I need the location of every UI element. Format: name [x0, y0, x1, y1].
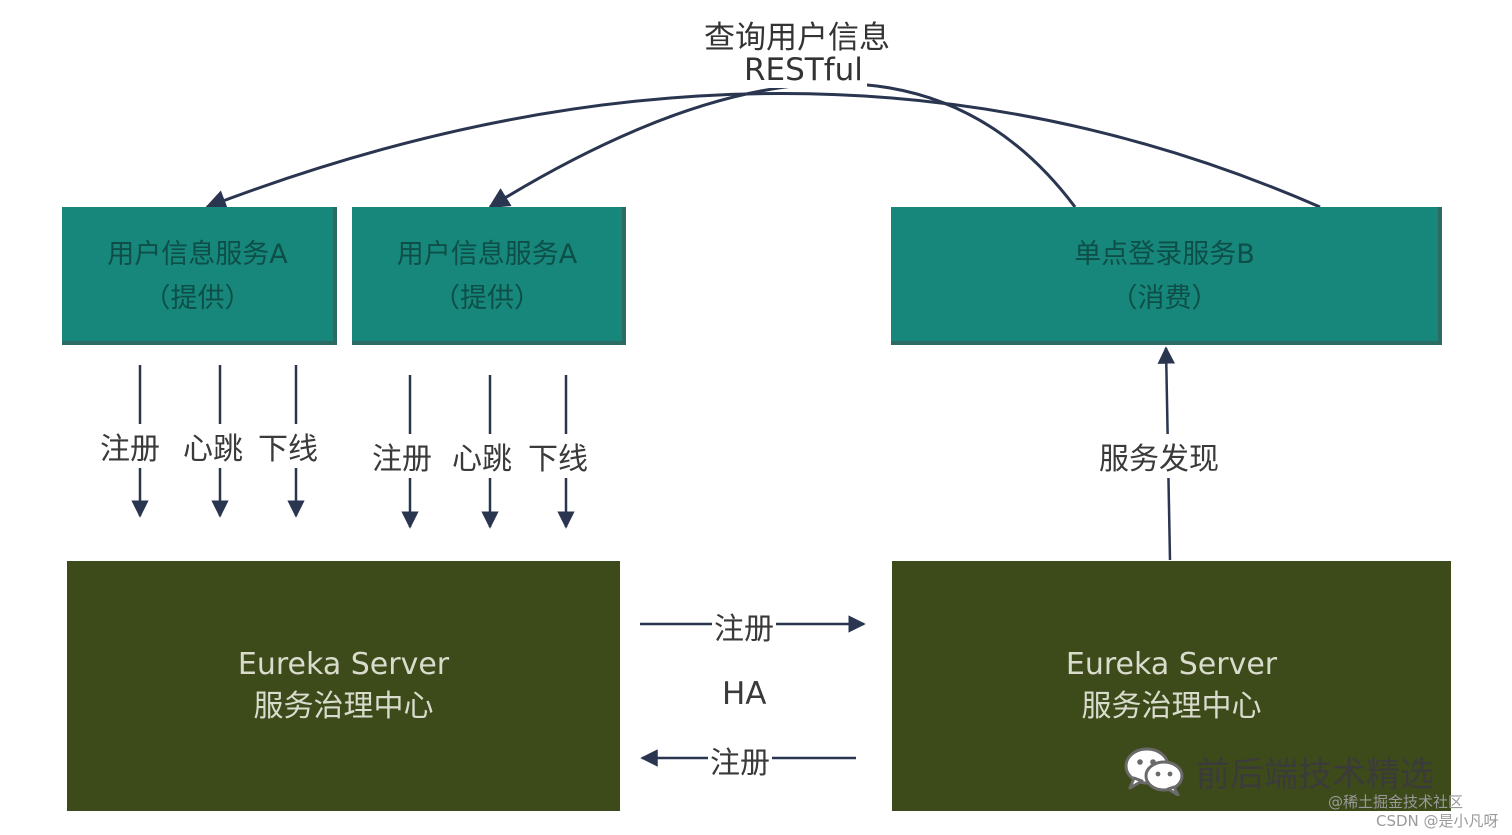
server-role: 服务治理中心 [1081, 689, 1262, 724]
provider-role: （提供） [143, 283, 252, 314]
provider-name: 用户信息服务A [107, 239, 288, 270]
offline-label-2: 下线 [528, 434, 588, 478]
replication-forward-label: 注册 [712, 604, 776, 648]
restful-arc-to-provider-2 [488, 82, 1077, 209]
provider-service-box-2: 用户信息服务A （提供） [352, 207, 626, 345]
consumer-role: （消费） [1110, 283, 1219, 314]
brand-text: 前后端技术精选 [1196, 754, 1434, 795]
consumer-name: 单点登录服务B [1074, 239, 1255, 270]
offline-label-1: 下线 [258, 424, 318, 468]
register-label-1: 注册 [100, 424, 160, 468]
provider-name: 用户信息服务A [396, 239, 578, 270]
register-label-2: 注册 [372, 434, 432, 478]
restful-arc-to-provider-1 [205, 92, 1321, 211]
site-watermark: @稀土掘金技术社区 [1328, 793, 1464, 811]
server-name: Eureka Server [1065, 647, 1278, 682]
author-watermark: CSDN @是小凡呀 [1376, 812, 1499, 830]
server-name: Eureka Server [237, 647, 450, 682]
service-discovery-label: 服务发现 [1097, 434, 1221, 478]
server-role: 服务治理中心 [253, 689, 434, 724]
eureka-server-box-1: Eureka Server 服务治理中心 [67, 561, 620, 811]
wechat-brand-watermark: 前后端技术精选 [1124, 746, 1434, 796]
replication-backward-label: 注册 [708, 738, 772, 782]
provider-role: （提供） [433, 283, 541, 314]
provider-service-box-1: 用户信息服务A （提供） [62, 207, 337, 345]
restful-label: RESTful [740, 52, 867, 88]
ha-label: HA [722, 676, 767, 712]
heartbeat-label-2: 心跳 [452, 434, 512, 478]
query-user-info-label: 查询用户信息 [700, 12, 894, 57]
wechat-icon [1124, 747, 1184, 796]
heartbeat-label-1: 心跳 [183, 424, 243, 468]
consumer-service-box: 单点登录服务B （消费） [891, 207, 1442, 345]
